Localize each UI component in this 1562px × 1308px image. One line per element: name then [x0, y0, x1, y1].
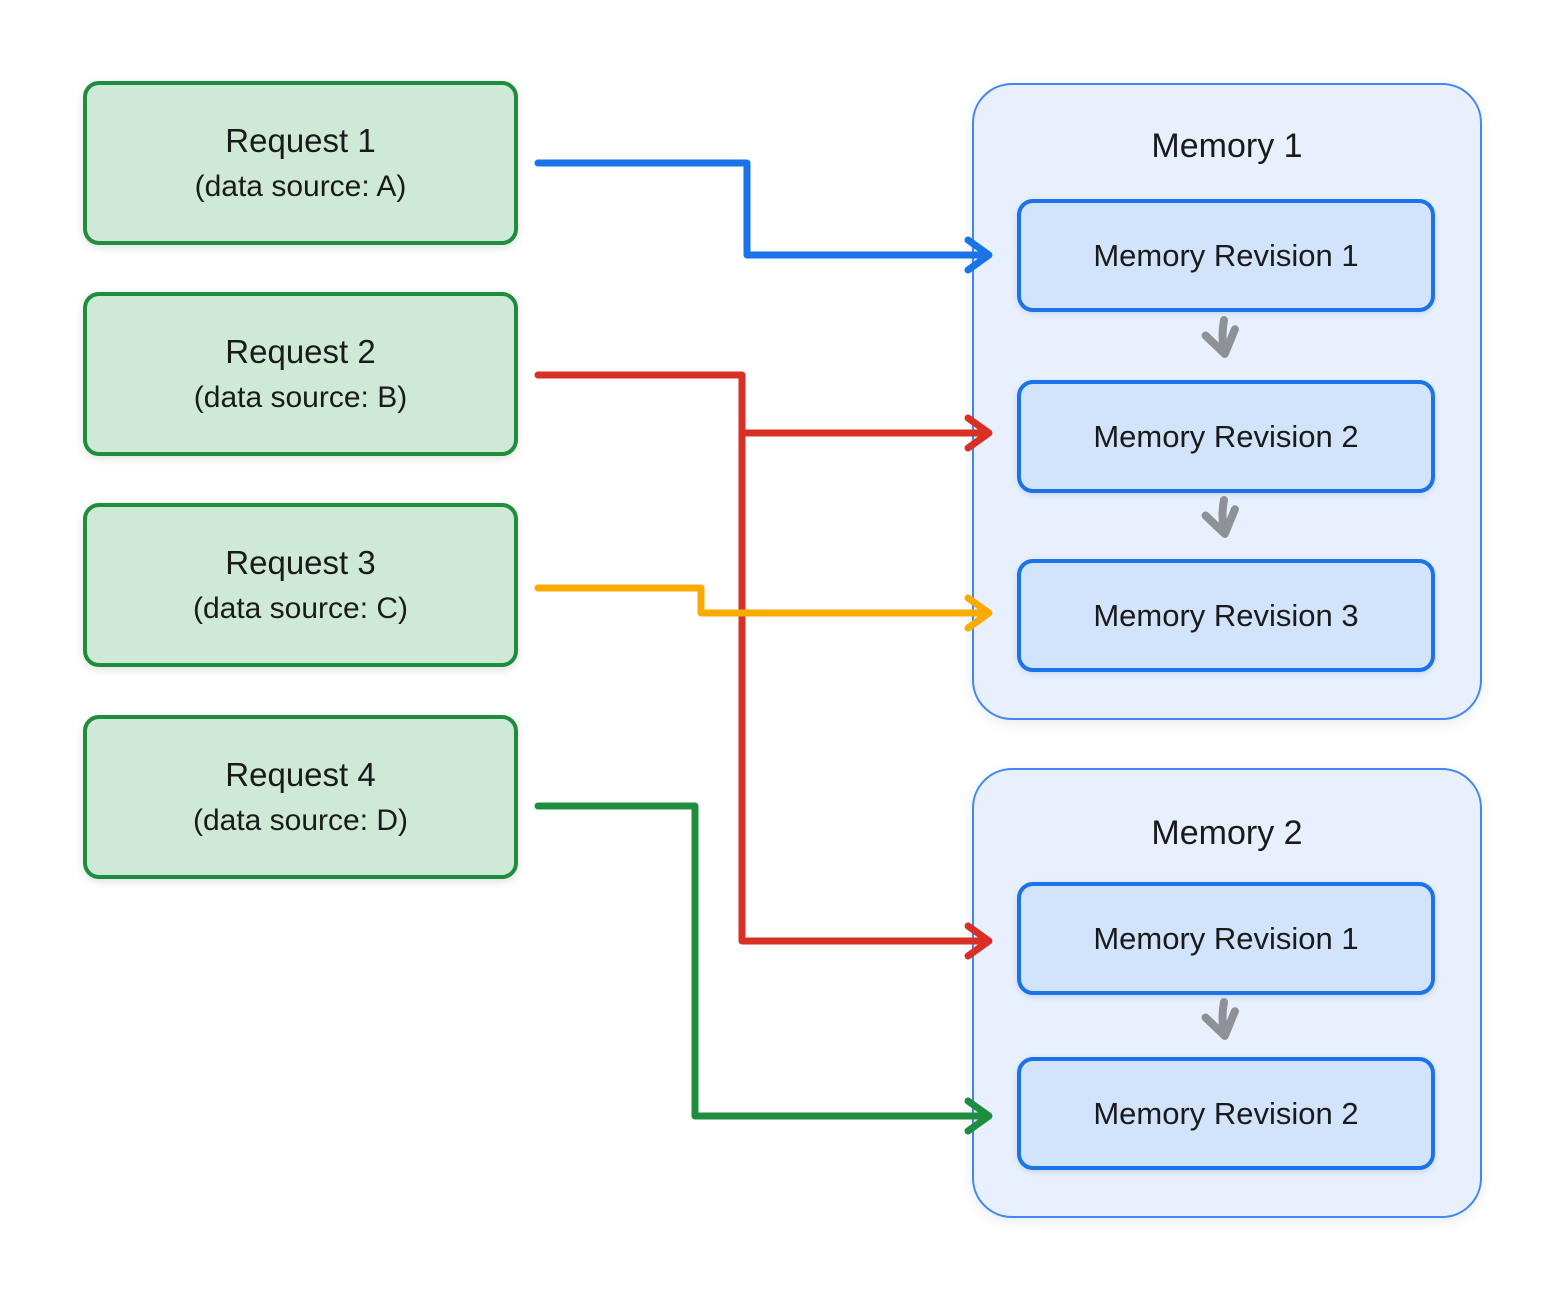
- request-4-box: Request 4 (data source: D): [83, 715, 518, 879]
- memory-2-panel: Memory 2 Memory Revision 1 Memory Revisi…: [972, 768, 1482, 1218]
- request-3-title: Request 3: [225, 544, 376, 582]
- connector-request3-to-memory1-revision3: [534, 584, 993, 632]
- request-1-title: Request 1: [225, 122, 376, 160]
- request-1-box: Request 1 (data source: A): [83, 81, 518, 245]
- request-2-subtitle: (data source: B): [193, 380, 408, 414]
- request-3-subtitle: (data source: C): [192, 591, 409, 625]
- memory-2-revision-2-box: Memory Revision 2: [1017, 1057, 1435, 1170]
- request-3-box: Request 3 (data source: C): [83, 503, 518, 667]
- memory-1-revision-2-box: Memory Revision 2: [1017, 380, 1435, 493]
- request-2-title: Request 2: [225, 333, 376, 371]
- memory-1-revision-1-box: Memory Revision 1: [1017, 199, 1435, 312]
- connector-request4-to-memory2-revision2: [534, 802, 993, 1135]
- memory-2-title: Memory 2: [1151, 814, 1303, 852]
- request-4-subtitle: (data source: D): [192, 803, 409, 837]
- connector-request2-to-memory2-revision1: [534, 371, 993, 960]
- memory-1-panel: Memory 1 Memory Revision 1 Memory Revisi…: [972, 83, 1482, 720]
- request-1-subtitle: (data source: A): [194, 169, 407, 203]
- memory-1-title: Memory 1: [1151, 127, 1303, 165]
- memory-1-revision-3-box: Memory Revision 3: [1017, 559, 1435, 672]
- connector-request1-to-memory1-revision1: [534, 159, 993, 274]
- memory-2-revision-1-box: Memory Revision 1: [1017, 882, 1435, 995]
- request-2-box: Request 2 (data source: B): [83, 292, 518, 456]
- request-4-title: Request 4: [225, 756, 376, 794]
